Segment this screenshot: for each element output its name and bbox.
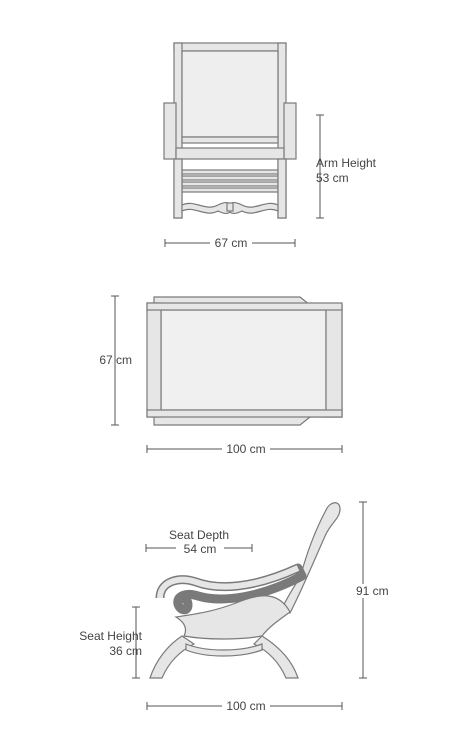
front-arm-rail xyxy=(175,147,285,160)
seat-height-value: 36 cm xyxy=(109,644,142,658)
front-right-arm xyxy=(283,102,297,160)
top-view xyxy=(146,296,343,426)
side-stretcher xyxy=(185,643,263,657)
side-front-leg xyxy=(149,635,196,679)
top-length-label: 100 cm xyxy=(222,442,270,456)
top-front-rail xyxy=(146,409,343,418)
top-right-arm xyxy=(325,304,343,418)
side-length-label: 100 cm xyxy=(222,699,270,713)
front-width-label: 67 cm xyxy=(210,236,252,250)
top-seat-panel xyxy=(160,309,327,411)
front-back-lower-rail xyxy=(181,136,279,144)
side-arm-scroll-fill xyxy=(157,565,300,599)
arm-height-value: 53 cm xyxy=(316,171,349,185)
seat-depth-title: Seat Depth xyxy=(168,528,230,542)
front-back-top-rail xyxy=(173,42,287,52)
side-view xyxy=(149,502,341,679)
front-left-arm xyxy=(163,102,177,160)
top-left-arm xyxy=(146,302,162,418)
top-rear-rail xyxy=(146,302,343,311)
seat-depth-value: 54 cm xyxy=(176,542,224,556)
front-rail-center xyxy=(226,202,234,212)
front-seat-slat xyxy=(181,169,279,175)
seat-height-title: Seat Height xyxy=(79,629,142,643)
side-backrest xyxy=(281,502,341,614)
front-left-leg xyxy=(173,158,183,219)
side-seat xyxy=(174,595,291,640)
front-seat-slat xyxy=(181,181,279,187)
arm-height-title: Arm Height xyxy=(316,156,377,170)
total-height-label: 91 cm xyxy=(354,584,391,598)
front-seat-slat xyxy=(181,175,279,181)
front-view xyxy=(163,42,297,219)
top-depth-label: 67 cm xyxy=(99,353,132,367)
front-back-panel xyxy=(181,50,279,138)
front-right-leg xyxy=(277,158,287,219)
front-seat-slat xyxy=(181,187,279,193)
side-rear-leg xyxy=(252,635,299,679)
